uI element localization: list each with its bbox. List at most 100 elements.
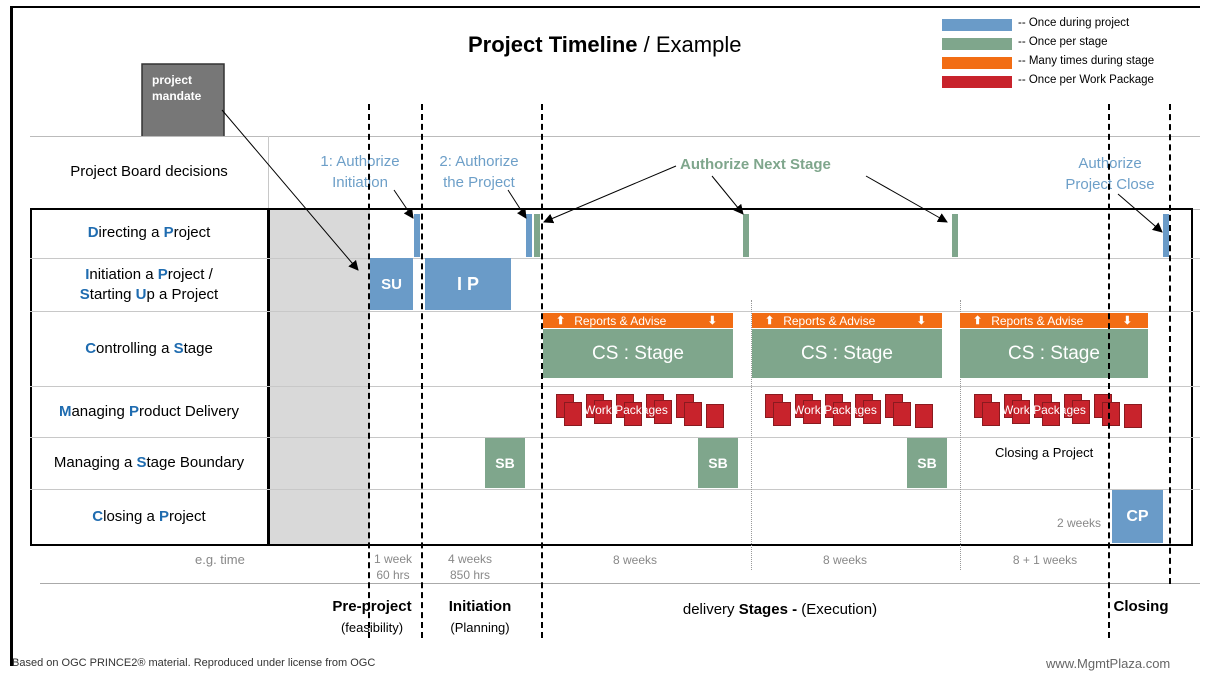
work-package-box — [982, 402, 1000, 426]
work-package-box — [706, 404, 724, 428]
authorize-stage3-arrow — [865, 175, 948, 223]
boundary-delivery-start — [541, 104, 543, 638]
diagram-title: Project Timeline / Example — [468, 32, 742, 57]
authorize-project-arrow — [507, 189, 527, 219]
work-package-box — [915, 404, 933, 428]
row-divider — [30, 489, 1200, 490]
su-box: SU — [370, 258, 413, 310]
ip-box: I P — [425, 258, 511, 310]
row-label-initiation: Initiation a Project /Starting Up a Proj… — [79, 265, 219, 303]
dp-authorize-stage2-bar — [743, 214, 749, 257]
legend-label-many-times: -- Many times during stage — [1018, 55, 1155, 67]
authorize-stage1-arrow — [543, 165, 677, 224]
work-package-box — [684, 402, 702, 426]
mandate-arrow — [221, 109, 359, 271]
outer-frame — [10, 6, 1200, 666]
row-divider — [30, 386, 1200, 387]
phase-delivery-stages: delivery Stages - (Execution) — [682, 601, 878, 618]
time-axis-line — [40, 583, 1200, 584]
row-label-directing: Directing a Project — [87, 224, 211, 241]
work-package-box — [1102, 402, 1120, 426]
legend-swatch-many-times — [942, 57, 1012, 69]
legend-label-once-stage: -- Once per stage — [1018, 36, 1108, 48]
authorize-initiation-arrow — [393, 189, 414, 219]
work-package-box — [803, 400, 821, 424]
header-divider — [268, 136, 269, 208]
work-package-box — [1072, 400, 1090, 424]
reports-advise-bar-stage2: ⬆Reports & Advise⬇ — [752, 313, 942, 328]
work-packages-label: Work Packages — [793, 403, 877, 417]
work-packages-label: Work Packages — [584, 403, 668, 417]
cs-stage2-box: CS : Stage — [752, 329, 942, 378]
row-label-managing-stage-boundary: Managing a Stage Boundary — [53, 454, 245, 471]
work-package-box — [893, 402, 911, 426]
work-package-box — [863, 400, 881, 424]
closing-a-project-note: Closing a Project — [995, 445, 1094, 460]
work-package-box — [624, 402, 642, 426]
legend-swatch-work-package — [942, 76, 1012, 88]
authorize-close-arrow — [1117, 193, 1163, 233]
sb-box-initiation: SB — [485, 438, 525, 488]
row-label-closing: Closing a Project — [92, 507, 206, 525]
dp-authorize-close-bar — [1163, 214, 1169, 257]
authorize-next-stage-text: Authorize Next Stage — [680, 156, 831, 173]
phase-initiation: Initiation(Planning) — [448, 598, 512, 635]
legend-label-work-package: -- Once per Work Package — [1018, 74, 1154, 86]
stage3-duration: 8 + 1 weeks — [1012, 553, 1078, 567]
stage-separator — [960, 300, 961, 570]
work-package-box — [1042, 402, 1060, 426]
board-decisions-label: Project Board decisions — [70, 163, 228, 180]
process-table-frame — [30, 208, 1193, 546]
phase-pre-project: Pre-project(feasibility) — [332, 598, 412, 635]
dp-authorize-initiation-bar — [414, 214, 420, 257]
time-row-label: e.g. time — [195, 552, 245, 567]
footer-website: www.MgmtPlaza.com — [1046, 656, 1171, 671]
stage-separator — [751, 300, 752, 570]
row-divider — [30, 437, 1200, 438]
legend-label-once-project: -- Once during project — [1018, 17, 1130, 29]
work-package-box — [1124, 404, 1142, 428]
sb-box-stage2: SB — [907, 438, 947, 488]
dp-authorize-stage1-bar — [534, 214, 540, 257]
dp-authorize-project-bar — [526, 214, 532, 257]
boundary-closing-start — [1108, 104, 1110, 638]
row-label-controlling: Controlling a Stage — [85, 339, 213, 357]
work-package-box — [773, 402, 791, 426]
reports-advise-bar-stage1: ⬆Reports & Advise⬇ — [543, 313, 733, 328]
boundary-initiation-start — [368, 104, 370, 638]
legend-swatch-once-project — [942, 19, 1012, 31]
legend-swatch-once-stage — [942, 38, 1012, 50]
row-label-managing-product-delivery: Managing Product Delivery — [58, 402, 240, 420]
work-package-box — [1012, 400, 1030, 424]
sb-box-stage1: SB — [698, 438, 738, 488]
boundary-project-end — [1169, 104, 1171, 584]
cs-stage3-box: CS : Stage — [960, 329, 1148, 378]
work-package-box — [594, 400, 612, 424]
cs-stage1-box: CS : Stage — [543, 329, 733, 378]
board-decisions-row — [30, 136, 1200, 210]
dp-authorize-stage3-bar — [952, 214, 958, 257]
work-packages-label: Work Packages — [1002, 403, 1086, 417]
stage1-duration: 8 weeks — [612, 553, 658, 567]
row-divider — [30, 311, 1200, 312]
work-package-box — [564, 402, 582, 426]
authorize-stage2-arrow — [711, 175, 744, 215]
label-column-divider — [267, 208, 270, 546]
stage2-duration: 8 weeks — [822, 553, 868, 567]
row-divider — [30, 258, 1200, 259]
boundary-initiation-end — [421, 104, 423, 638]
reports-advise-bar-stage3: ⬆Reports & Advise⬇ — [960, 313, 1148, 328]
work-package-box — [654, 400, 672, 424]
footer-credit: Based on OGC PRINCE2® material. Reproduc… — [12, 657, 376, 669]
cp-box: CP — [1112, 490, 1163, 543]
phase-closing: Closing — [1113, 598, 1169, 615]
cp-duration: 2 weeks — [1057, 516, 1102, 530]
work-package-box — [833, 402, 851, 426]
